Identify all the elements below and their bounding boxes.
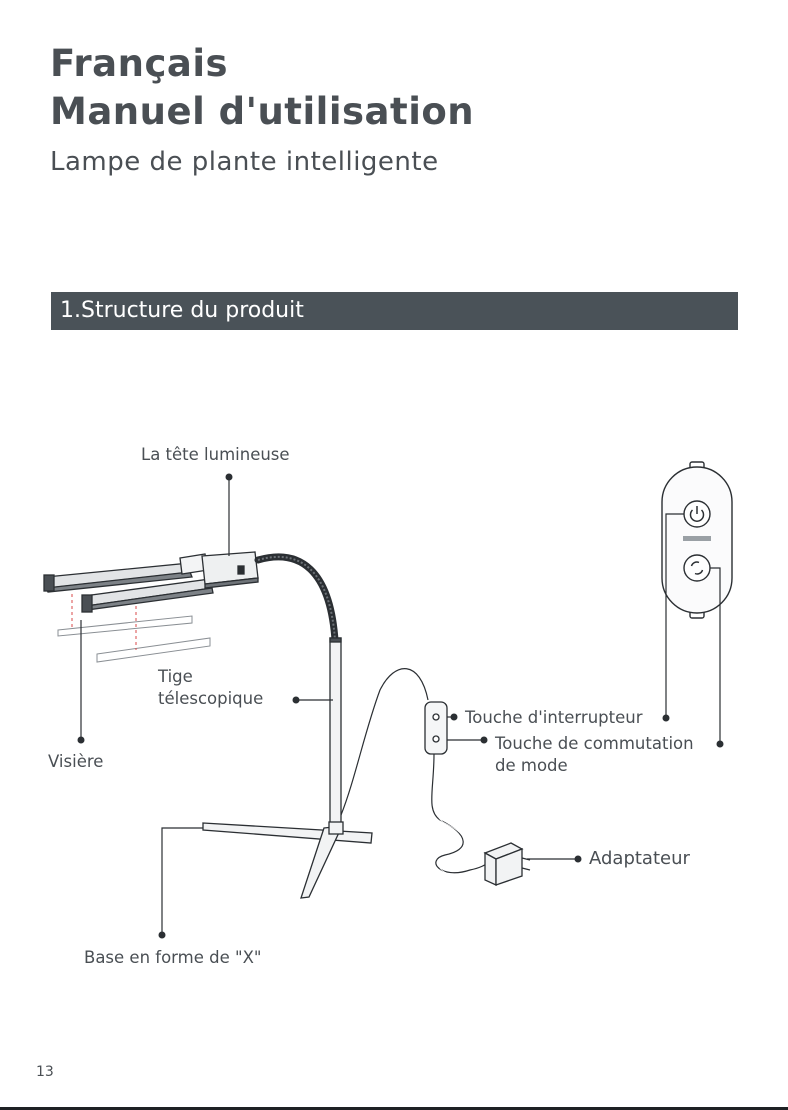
gooseneck xyxy=(258,557,335,640)
x-shaped-base xyxy=(203,822,372,898)
label-base: Base en forme de "X" xyxy=(84,947,262,968)
label-telescopic-rod-line2: télescopique xyxy=(158,688,263,709)
telescopic-rod xyxy=(330,638,341,828)
label-power-button: Touche d'interrupteur xyxy=(465,707,643,728)
label-adapter: Adaptateur xyxy=(589,848,690,869)
page-number: 13 xyxy=(36,1064,54,1080)
label-light-head: La tête lumineuse xyxy=(141,444,290,465)
label-mode-button-line2: de mode xyxy=(495,755,568,776)
label-mode-button-line1: Touche de commutation xyxy=(495,733,694,754)
light-head xyxy=(44,552,258,612)
remote-controller xyxy=(662,462,732,618)
label-visor: Visière xyxy=(48,751,103,772)
power-cable xyxy=(341,669,428,815)
label-telescopic-rod-line1: Tige xyxy=(158,666,193,687)
inline-controller xyxy=(425,702,447,754)
adapter xyxy=(485,843,530,885)
